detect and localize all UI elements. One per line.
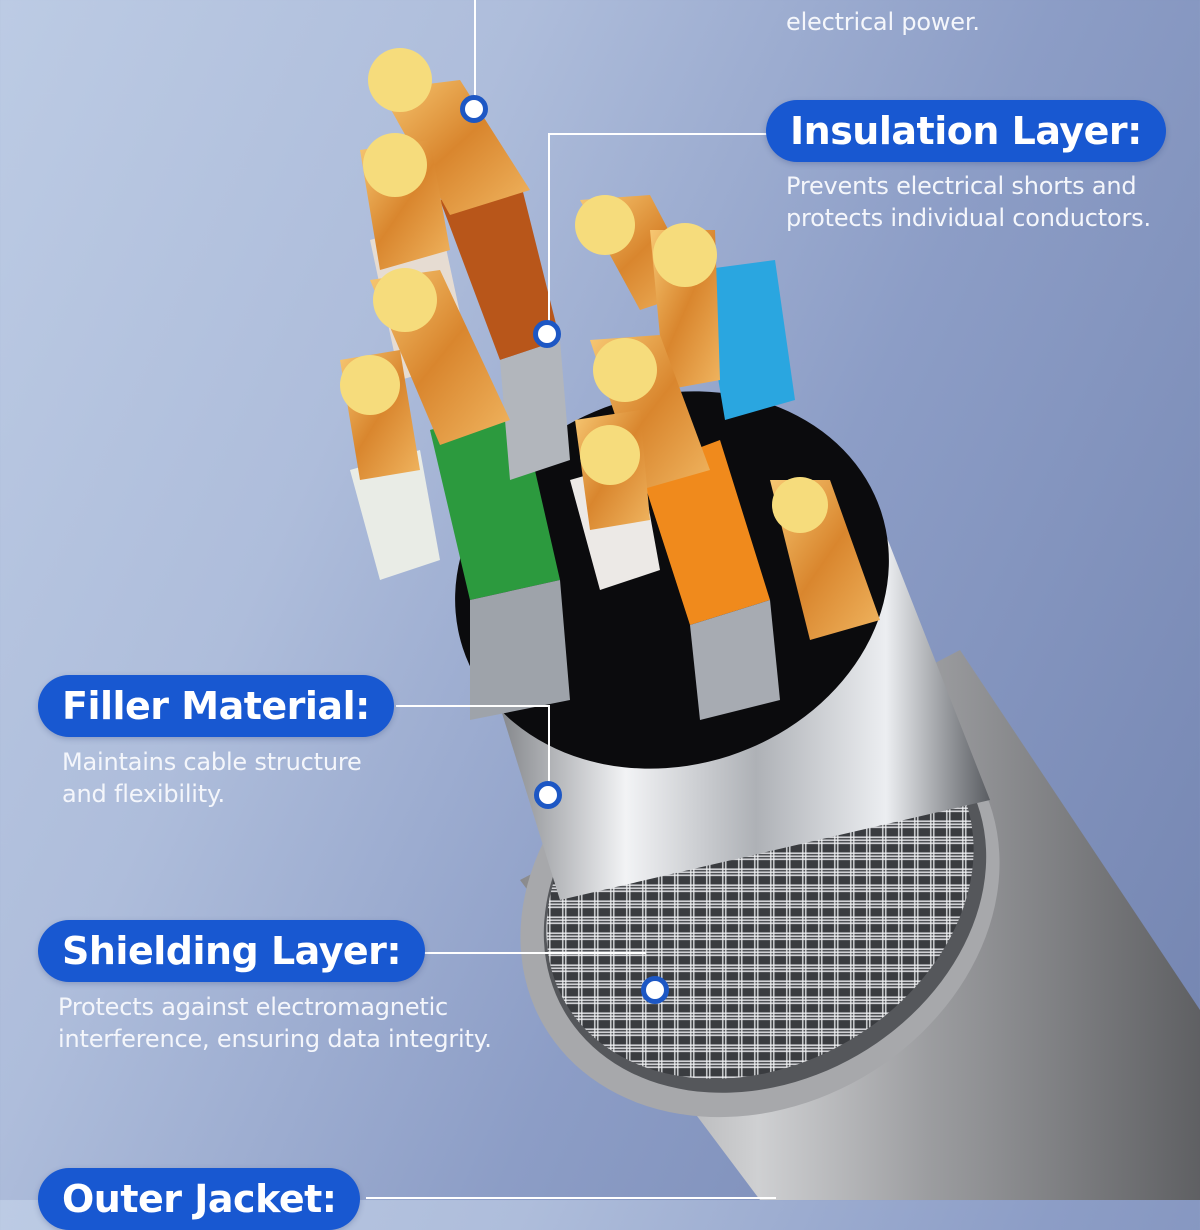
- shielding-layer-label: Shielding Layer:: [38, 920, 426, 982]
- insulation-description: Prevents electrical shorts and protects …: [786, 170, 1151, 234]
- filler-leader-line: [396, 705, 550, 797]
- filler-material-title: Filler Material:: [62, 684, 370, 728]
- filler-marker-dot: [534, 781, 562, 809]
- insulation-description-line: Prevents electrical shorts and: [786, 172, 1137, 200]
- cable-illustration: [340, 48, 1200, 1200]
- filler-description-line: and flexibility.: [62, 780, 225, 808]
- filler-description: Maintains cable structure and flexibilit…: [62, 746, 362, 810]
- shielding-description-line: Protects against electromagnetic: [58, 993, 449, 1021]
- filler-description-line: Maintains cable structure: [62, 748, 362, 776]
- filler-material-label: Filler Material:: [38, 675, 394, 737]
- insulation-layer-title: Insulation Layer:: [790, 109, 1142, 153]
- insulation-marker-dot: [533, 320, 561, 348]
- conductor-leader-line: [474, 0, 476, 108]
- shielding-leader-line: [416, 952, 646, 954]
- wire-pairs: [340, 48, 880, 720]
- insulation-description-line: protects individual conductors.: [786, 204, 1151, 232]
- shielding-marker-dot: [641, 976, 669, 1004]
- insulation-leader-line: [548, 133, 775, 335]
- conductor-description: electrical power.: [786, 6, 980, 38]
- shielding-description-line: interference, ensuring data integrity.: [58, 1025, 492, 1053]
- outer-jacket-leader-line: [366, 1197, 776, 1199]
- shielding-description: Protects against electromagnetic interfe…: [58, 991, 492, 1055]
- outer-jacket-label: Outer Jacket:: [38, 1168, 361, 1230]
- shielding-layer-title: Shielding Layer:: [62, 929, 402, 973]
- conductor-marker-dot: [460, 95, 488, 123]
- insulation-layer-label: Insulation Layer:: [766, 100, 1166, 162]
- infographic-canvas: electrical power. Insulation Layer: Prev…: [38, 0, 1200, 1230]
- outer-jacket-title: Outer Jacket:: [62, 1177, 337, 1221]
- conductor-description-line: electrical power.: [786, 8, 980, 36]
